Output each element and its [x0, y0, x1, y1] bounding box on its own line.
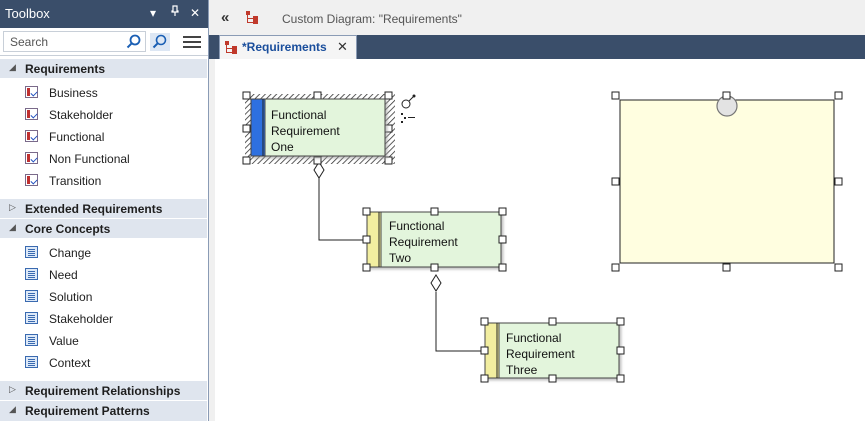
item-label: Stakeholder	[49, 108, 114, 122]
req3-line3: Three	[506, 363, 538, 377]
collapse-icon: ◢	[9, 222, 16, 232]
diagram-canvas[interactable]: Functional Requirement One Functional Re…	[215, 59, 865, 421]
expand-icon: ▷	[9, 202, 16, 212]
item-label: Solution	[49, 290, 93, 304]
diagram-svg: Functional Requirement One Functional Re…	[242, 91, 843, 383]
toolbox-header: Toolbox ▾ ✕	[0, 0, 208, 28]
collapse-icon: ◢	[9, 62, 16, 72]
toolbox-item-stakeholder[interactable]: Stakeholder	[25, 105, 205, 125]
group-extended-requirements[interactable]: ▷ Extended Requirements	[0, 199, 207, 218]
item-label: Transition	[49, 174, 102, 188]
search-icon[interactable]	[126, 34, 141, 52]
requirement-icon	[25, 86, 38, 98]
selection-handles[interactable]	[242, 91, 393, 165]
group-requirement-relationships[interactable]: ▷ Requirement Relationships	[0, 381, 207, 400]
toolbox-item-need[interactable]: Need	[25, 265, 205, 285]
item-label: Context	[49, 356, 91, 370]
item-label: Business	[49, 86, 98, 100]
item-label: Value	[49, 334, 79, 348]
toolbox-item-value[interactable]: Value	[25, 331, 205, 351]
group-requirement-patterns[interactable]: ◢ Requirement Patterns	[0, 401, 207, 421]
document-tab-bar: *Requirements ✕	[209, 35, 865, 59]
concept-icon	[25, 334, 38, 346]
group-label: Requirement Relationships	[25, 384, 181, 398]
search-field[interactable]	[3, 31, 146, 52]
item-label: Change	[49, 246, 92, 260]
collapse-panel-icon[interactable]: «	[221, 9, 230, 26]
collapse-icon: ◢	[9, 404, 16, 414]
diagram-icon	[246, 11, 258, 24]
diagram-icon	[225, 41, 237, 54]
search-options-icon[interactable]	[150, 33, 170, 54]
concept-icon	[25, 356, 38, 368]
aggregation-connector-2[interactable]	[430, 274, 485, 352]
toolbox-title: Toolbox	[5, 6, 50, 21]
toolbox-item-solution[interactable]: Solution	[25, 287, 205, 307]
group-label: Requirements	[25, 62, 106, 76]
group-label: Requirement Patterns	[25, 404, 150, 418]
requirement-icon	[25, 108, 38, 120]
item-label: Functional	[49, 130, 105, 144]
tab-requirements[interactable]: *Requirements ✕	[219, 35, 357, 59]
toolbox-item-business[interactable]: Business	[25, 83, 205, 103]
req2-line2: Requirement	[389, 235, 458, 249]
aggregation-connector-1[interactable]	[313, 161, 366, 241]
diagram-header-bar: « Custom Diagram: "Requirements"	[209, 0, 865, 35]
toolbox-item-context[interactable]: Context	[25, 353, 205, 373]
close-icon[interactable]: ✕	[190, 6, 201, 20]
requirement-icon	[25, 152, 38, 164]
menu-icon[interactable]	[183, 36, 201, 51]
pin-icon[interactable]	[170, 5, 180, 21]
selection-handles[interactable]	[611, 91, 843, 272]
item-label: Non Functional	[49, 152, 130, 166]
group-label: Core Concepts	[25, 222, 111, 236]
req1-line1: Functional	[271, 108, 326, 122]
requirement-element-one[interactable]	[250, 98, 386, 157]
req3-line2: Requirement	[506, 347, 575, 361]
toolbox-search-bar	[0, 28, 208, 56]
dropdown-icon[interactable]: ▾	[150, 6, 157, 20]
requirement-icon	[25, 174, 38, 186]
toolbox-item-stakeholder-concept[interactable]: Stakeholder	[25, 309, 205, 329]
close-tab-icon[interactable]: ✕	[337, 39, 348, 54]
req3-line1: Functional	[506, 331, 561, 345]
quick-linker-icon[interactable]	[401, 94, 416, 109]
item-label: Need	[49, 268, 78, 282]
item-label: Stakeholder	[49, 312, 114, 326]
concept-icon	[25, 268, 38, 280]
tab-label: *Requirements	[242, 40, 327, 54]
toolbox-item-functional[interactable]: Functional	[25, 127, 205, 147]
search-input[interactable]	[8, 34, 122, 50]
breadcrumb: Custom Diagram: "Requirements"	[282, 12, 462, 26]
requirement-icon	[25, 130, 38, 142]
group-label: Extended Requirements	[25, 202, 163, 216]
toolbox-item-transition[interactable]: Transition	[25, 171, 205, 191]
toolbox-item-non-functional[interactable]: Non Functional	[25, 149, 205, 169]
req1-line2: Requirement	[271, 124, 340, 138]
concept-icon	[25, 312, 38, 324]
connection-handles[interactable]	[362, 207, 507, 272]
concept-icon	[25, 290, 38, 302]
req2-line3: Two	[389, 251, 411, 265]
expand-icon: ▷	[9, 384, 16, 394]
boundary-element[interactable]	[611, 91, 843, 272]
concept-icon	[25, 246, 38, 258]
group-requirements[interactable]: ◢ Requirements	[0, 59, 207, 78]
req1-line3: One	[271, 140, 294, 154]
toolbox-panel: Toolbox ▾ ✕ ◢ Requirements Business Stak…	[0, 0, 209, 421]
toolbox-item-change[interactable]: Change	[25, 243, 205, 263]
group-core-concepts[interactable]: ◢ Core Concepts	[0, 219, 207, 238]
requirement-element-two[interactable]	[366, 211, 502, 268]
link-nodes-icon[interactable]	[401, 113, 415, 123]
connection-handles[interactable]	[480, 317, 625, 383]
req2-line1: Functional	[389, 219, 444, 233]
